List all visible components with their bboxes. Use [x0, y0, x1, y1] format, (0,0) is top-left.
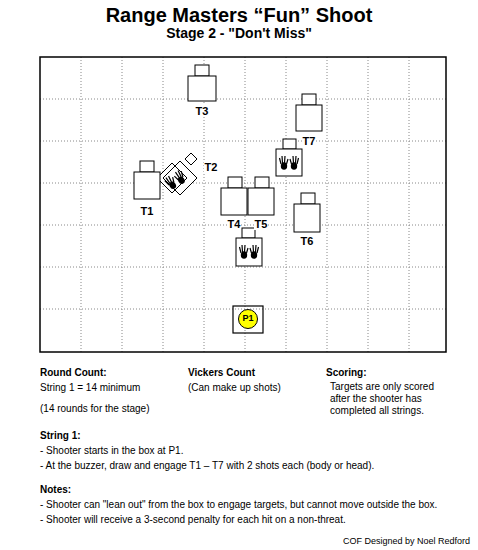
- note-text: - Shooter will receive a 3-second penalt…: [40, 514, 346, 526]
- note-text: (14 rounds for the stage): [40, 403, 150, 415]
- target-label: T7: [302, 135, 317, 147]
- shooting-position: P1: [238, 309, 258, 329]
- shooting-box: [233, 306, 263, 333]
- note-text: Targets are only scored after the shoote…: [330, 381, 452, 417]
- no-shoot-target: [157, 153, 197, 195]
- paper-target: T5: [245, 174, 277, 232]
- paper-target: T7: [292, 91, 326, 149]
- target-label: T3: [195, 105, 210, 117]
- paper-target: T1: [130, 158, 164, 218]
- note-text: (Can make up shots): [188, 382, 281, 394]
- target-label: T6: [300, 235, 315, 247]
- paper-target: T2: [160, 150, 222, 198]
- note-text: String 1 = 14 minimum: [40, 382, 140, 394]
- target-label: T1: [140, 205, 155, 217]
- target-outline: [160, 150, 222, 198]
- target-label: T4: [227, 218, 242, 230]
- range-grid: [40, 57, 446, 352]
- stage-title: Range Masters “Fun” Shoot: [106, 3, 373, 27]
- target-label: T5: [254, 218, 269, 230]
- target-label: T2: [204, 161, 219, 173]
- note-text: - At the buzzer, draw and engage T1 – T7…: [40, 460, 374, 472]
- no-shoot-target: [276, 139, 302, 176]
- section-heading: Round Count:: [40, 367, 107, 379]
- section-heading: Vickers Count: [188, 367, 255, 379]
- paper-target: T3: [184, 62, 220, 120]
- note-text: - Shooter starts in the box at P1.: [40, 445, 183, 457]
- paper-target: T4: [218, 174, 250, 232]
- section-heading: String 1:: [40, 430, 81, 442]
- stage-subtitle: Stage 2 - "Don't Miss": [166, 25, 312, 42]
- range-border: [40, 57, 446, 352]
- no-shoot-target: [236, 228, 262, 266]
- designer-credit: COF Designed by Noel Redford: [343, 536, 470, 547]
- paper-target: T6: [290, 190, 324, 248]
- section-heading: Notes:: [40, 484, 71, 496]
- note-text: - Shooter can "lean out" from the box to…: [40, 499, 437, 511]
- position-label: P1: [242, 314, 253, 324]
- section-heading: Scoring:: [326, 367, 367, 379]
